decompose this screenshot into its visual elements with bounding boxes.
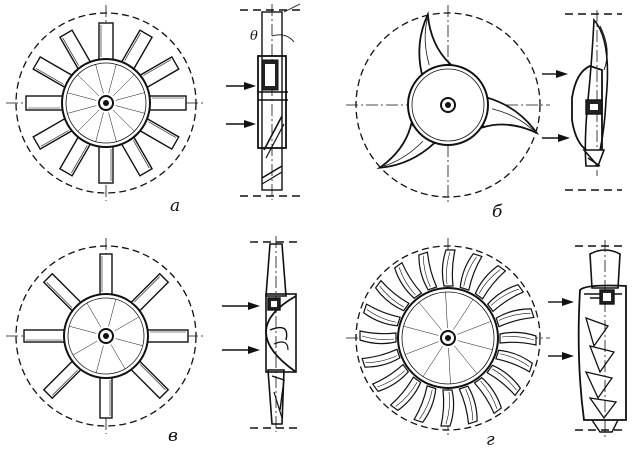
theta-symbol: θ bbox=[250, 29, 258, 44]
blade bbox=[98, 142, 114, 184]
blade bbox=[145, 95, 187, 111]
hub-radial-line bbox=[108, 299, 117, 327]
blade bbox=[23, 329, 69, 343]
hub-radial-line bbox=[115, 338, 143, 347]
blade bbox=[99, 253, 113, 299]
panel-label-g: г bbox=[486, 430, 495, 450]
blade bbox=[362, 303, 401, 327]
hub-radial-line bbox=[115, 92, 145, 101]
hub-radial-line bbox=[77, 109, 100, 132]
blade bbox=[418, 251, 438, 291]
hub-radial-line bbox=[95, 345, 104, 373]
panel-v-front-view bbox=[6, 238, 206, 434]
blade bbox=[361, 348, 401, 368]
hub-radial-line bbox=[445, 292, 448, 329]
blade bbox=[486, 364, 522, 397]
hub-radial-line bbox=[67, 92, 97, 101]
panel-a-side-view bbox=[226, 3, 301, 200]
hub-radial-line bbox=[108, 64, 117, 94]
hub-radial-line bbox=[115, 105, 145, 114]
panel-v-side-view bbox=[222, 236, 298, 432]
blade bbox=[374, 279, 410, 312]
hub-inner-ring bbox=[67, 297, 145, 375]
hub-radial-line bbox=[403, 325, 439, 336]
hub-radial-line bbox=[457, 340, 493, 351]
panel-b-side-view bbox=[542, 10, 622, 191]
blade bbox=[440, 389, 455, 427]
blade bbox=[418, 11, 452, 76]
hub-radial-line bbox=[95, 112, 104, 142]
shaft-center bbox=[103, 100, 109, 106]
shaft-center bbox=[103, 333, 109, 339]
hub-radial-line bbox=[453, 299, 474, 330]
blade bbox=[98, 22, 114, 64]
hub-radial-line bbox=[77, 74, 100, 97]
blade bbox=[499, 331, 537, 346]
hub-radial-line bbox=[114, 316, 140, 332]
hub-radial-line bbox=[457, 321, 492, 335]
hub-radial-line bbox=[404, 341, 439, 355]
hub-radial-line bbox=[69, 325, 97, 334]
blade bbox=[25, 95, 67, 111]
blade bbox=[481, 96, 540, 136]
blade bbox=[143, 329, 189, 343]
hub-inner-ring bbox=[65, 62, 147, 144]
hub-radial-line bbox=[454, 345, 478, 374]
blade bbox=[389, 376, 422, 412]
panel-a-front-view bbox=[6, 5, 206, 201]
hub-radial-line bbox=[112, 109, 135, 132]
hub-radial-line bbox=[72, 340, 98, 356]
panel-b-front-view bbox=[346, 5, 550, 205]
blade bbox=[495, 349, 534, 373]
hub-radial-line bbox=[108, 112, 117, 142]
blade bbox=[359, 330, 397, 345]
blade bbox=[473, 376, 503, 415]
hub-radial-line bbox=[112, 74, 135, 97]
panel-label-b: б bbox=[492, 202, 503, 222]
blade bbox=[486, 283, 525, 313]
blade bbox=[459, 252, 483, 291]
hub-inner-ring bbox=[411, 68, 485, 142]
blade bbox=[413, 385, 437, 424]
blade bbox=[441, 249, 456, 287]
blade bbox=[458, 385, 478, 425]
hub-radial-line bbox=[422, 346, 443, 377]
hub-inner-ring bbox=[401, 291, 495, 385]
blade bbox=[393, 261, 423, 300]
hub-radial-line bbox=[110, 344, 126, 370]
panel-label-v: в bbox=[168, 426, 178, 446]
panel-g-front-view bbox=[346, 238, 550, 438]
hub-radial-line bbox=[86, 302, 102, 328]
blade bbox=[495, 308, 535, 328]
panel-label-a: а bbox=[170, 196, 181, 216]
shaft-center bbox=[445, 102, 451, 108]
blade bbox=[371, 363, 410, 393]
hub-radial-line bbox=[448, 347, 451, 384]
blade bbox=[99, 373, 113, 419]
blade bbox=[474, 264, 507, 300]
hub-radial-line bbox=[67, 105, 97, 114]
hub-radial-line bbox=[418, 302, 442, 331]
panel-g-side-view bbox=[548, 240, 627, 438]
shaft-center bbox=[445, 335, 451, 341]
hub-radial-line bbox=[95, 64, 104, 94]
